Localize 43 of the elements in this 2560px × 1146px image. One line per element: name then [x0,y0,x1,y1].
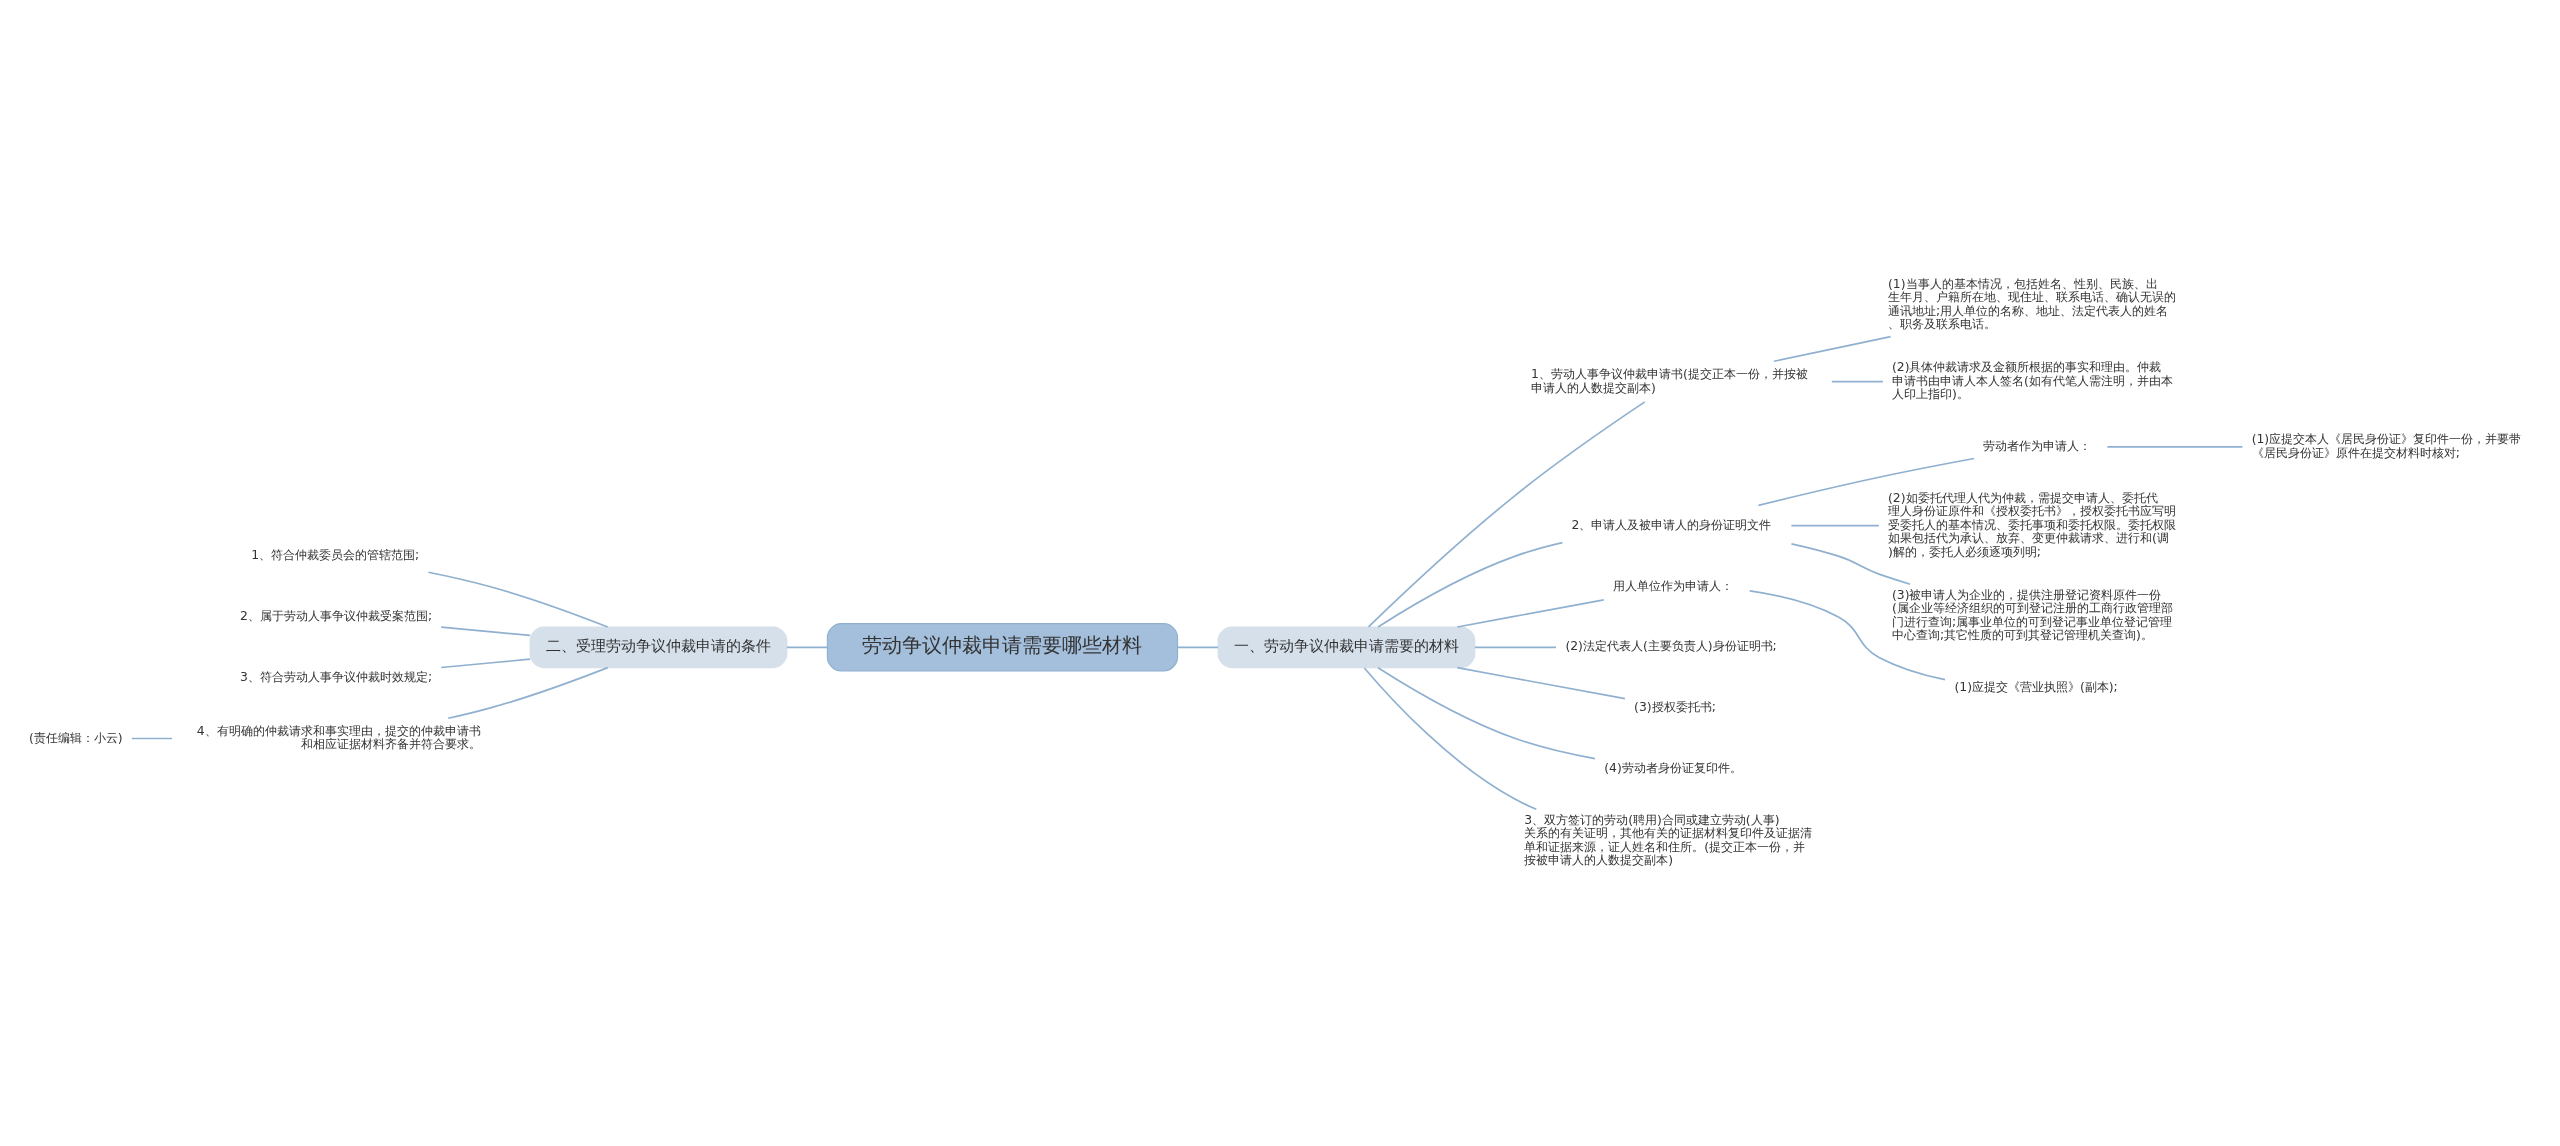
connector [1830,380,1884,383]
node-text: 用人单位作为申请人： [1613,578,1734,593]
connector [447,666,609,720]
node-text: 3、双方签订的劳动(聘用)合同或建立劳动(人事)关系的有关证明，其他有关的证据材料复印件及证据清单和证据来源，证人姓名和住所。(提交正本一份，并按被申请人的人数提交副本) [1524,812,1813,868]
connector [1748,590,1946,681]
node-box: 劳动争议仲裁申请需要哪些材料 [826,623,1179,672]
connector [1474,646,1557,649]
node-text: (3)授权委托书; [1634,700,1716,715]
node-text: (2)具体仲裁请求及金额所根据的事实和理由。仲裁申请书由申请人本人签名(如有代笔人需注明，并由本人印上指印)。 [1891,360,2173,402]
connector [440,658,531,669]
node-text: (责任编辑：小云) [28,730,123,745]
node-text: 3、符合劳动人事争议仲裁时效规定; [240,669,433,684]
connector [1177,646,1219,649]
connector [786,646,829,649]
connector [1790,524,1880,527]
connector [1773,335,1892,363]
node-text: 1、符合仲裁委员会的管辖范围; [251,548,420,563]
node-text: 2、属于劳动人事争议仲裁受案范围; [240,609,433,624]
node-text: (1)当事人的基本情况，包括姓名、性别、民族、出生年月、户籍所在地、现住址、联系电话、确认无误的通讯地址;用人单位的名称、地址、法定代表人的姓名、职务及联系电话。 [1888,276,2176,332]
connector [1456,666,1626,700]
node-text: 4、有明确的仲裁请求和事实理由，提交的仲裁申请书和相应证据材料齐备并符合要求。 [196,723,481,752]
connector [440,626,531,637]
node-text: (1)应提交本人《居民身份证》复印件一份，并要带《居民身份证》原件在提交材料时核对; [2251,432,2522,460]
node-box: 一、劳动争议仲裁申请需要的材料 [1217,626,1476,669]
node-text: 2、申请人及被申请人的身份证明文件 [1571,517,1772,532]
node-text: (4)劳动者身份证复印件。 [1604,761,1742,776]
node-text: (1)应提交《营业执照》(副本); [1954,680,2118,694]
connector [1757,457,1975,507]
connector [1377,666,1596,760]
connector [1456,599,1605,628]
connector [1790,542,1911,586]
connector [1367,401,1646,628]
node-text: (2)如委托代理人代为仲裁，需提交申请人、委托代理人身份证原件和《授权委托书》，授权委托书应写明受委托人的基本情况、委托事项和委托权限。委托权限如果包括代为承认、放弃、变更仲裁请求、进行和(调)解的，委托人必须逐项列明; [1888,490,2176,559]
connector [130,737,173,740]
node-text: (2)法定代表人(主要负责人)身份证明书; [1565,639,1777,654]
node-text: (3)被申请人为企业的，提供注册登记资料原件一份(属企业等经济组织的可到登记注册的工商行政管理部门进行查询;属事业单位的可到登记事业单位登记管理中心查询;其它性质的可到其登记管理机关查询)。 [1891,587,2173,643]
connector [1377,541,1564,628]
node-text: 1、劳动人事争议仲裁申请书(提交正本一份，并按被申请人的人数提交副本) [1531,366,1808,395]
connector [2106,446,2244,448]
node-box: 二、受理劳动争议仲裁申请的条件 [529,626,788,669]
connector [1363,667,1538,811]
node-text: 劳动者作为申请人： [1983,439,2092,454]
connector [427,571,609,628]
